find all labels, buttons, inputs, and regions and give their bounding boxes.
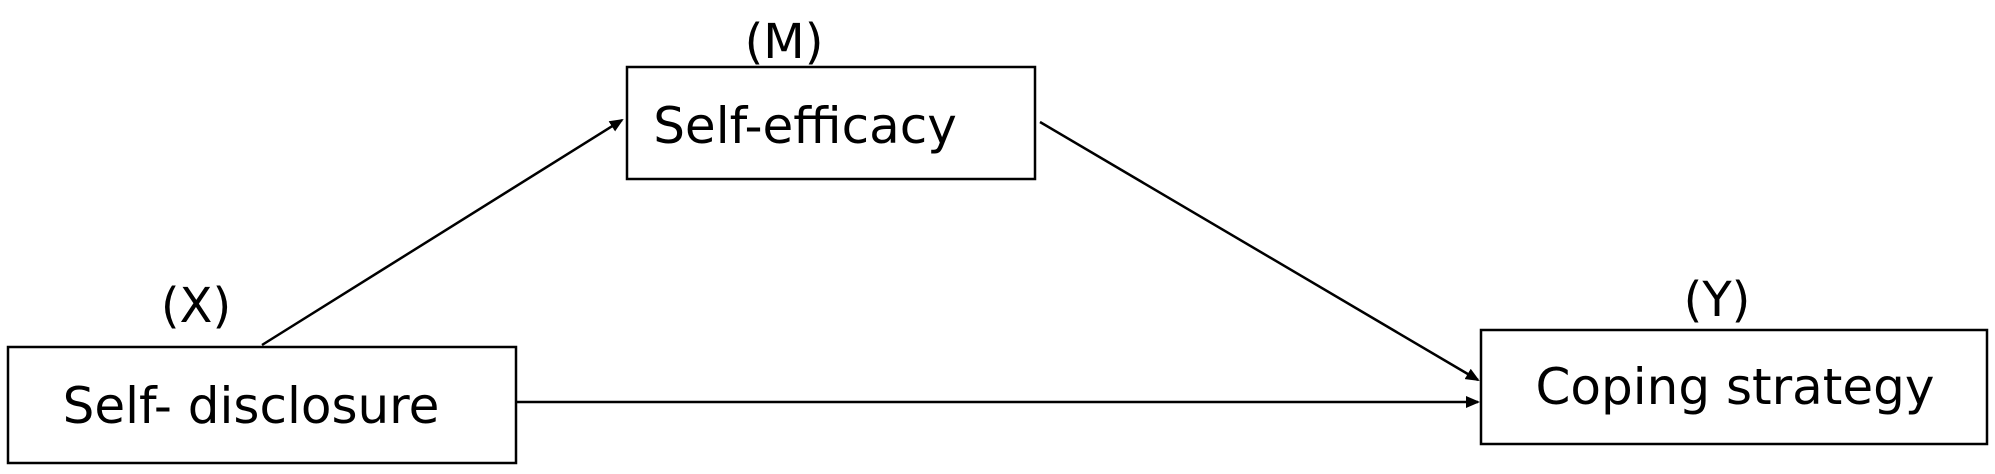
node-m-role-label: (M) <box>745 14 824 70</box>
node-m-label: Self-efficacy <box>653 97 957 155</box>
node-y-box <box>1479 328 1989 446</box>
node-m-box <box>625 65 1037 181</box>
edge-m-to-y <box>1039 120 1480 382</box>
node-y-role-label: (Y) <box>1684 272 1751 328</box>
node-x-box <box>6 345 518 465</box>
node-self-disclosure: (X) Self- disclosure <box>6 278 518 465</box>
node-self-efficacy: (M) Self-efficacy <box>625 14 1037 181</box>
node-x-label: Self- disclosure <box>63 377 440 435</box>
node-coping-strategy: (Y) Coping strategy <box>1479 272 1989 446</box>
edge-x-to-m <box>261 118 624 347</box>
node-y-label: Coping strategy <box>1536 358 1935 416</box>
node-x-role-label: (X) <box>161 278 231 334</box>
